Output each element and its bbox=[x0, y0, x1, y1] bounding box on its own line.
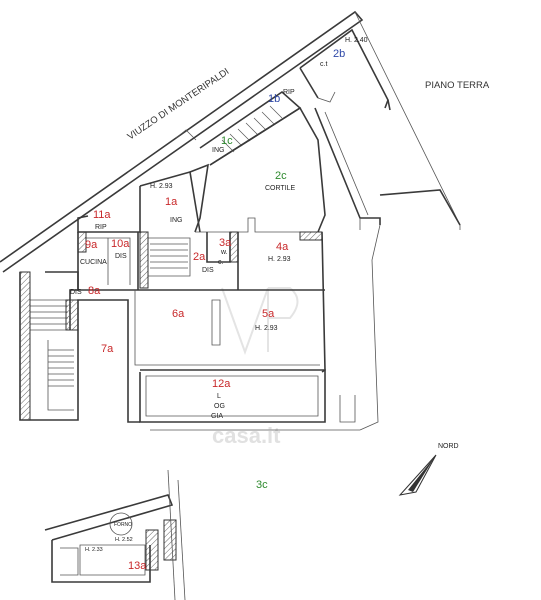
w-3a-label: w. bbox=[220, 249, 228, 256]
room-1c-label: 1c bbox=[221, 135, 233, 147]
room-2c-label: 2c bbox=[275, 170, 287, 182]
rip-11a-label: RIP bbox=[95, 224, 107, 231]
room-5a-label: 5a bbox=[262, 308, 275, 320]
ct-label: c.t bbox=[320, 61, 327, 68]
garden-boundary bbox=[150, 224, 381, 431]
ing-top-label: ING bbox=[212, 147, 224, 154]
gia-12a-label: GIA bbox=[211, 413, 223, 420]
og-12a-label: OG bbox=[214, 403, 225, 410]
room-10a-label: 10a bbox=[111, 238, 130, 250]
h233-label: H. 2.33 bbox=[85, 547, 103, 553]
room-1b-label: 1b bbox=[268, 93, 280, 105]
room-13a-label: 13a bbox=[128, 560, 147, 572]
room-2b-label: 2b bbox=[333, 48, 345, 60]
h293-5a-label: H. 2.93 bbox=[255, 325, 278, 332]
room-3a-label: 3a bbox=[219, 237, 232, 249]
cortile-outline bbox=[189, 106, 326, 233]
watermark-text: casa.it bbox=[212, 423, 281, 448]
room-1a-label: 1a bbox=[165, 196, 178, 208]
north-label: NORD bbox=[438, 443, 459, 450]
upper-wing bbox=[299, 28, 461, 230]
cortile-label: CORTILE bbox=[265, 185, 296, 192]
watermark-logo: casa.it bbox=[212, 287, 299, 448]
stair-1b bbox=[175, 90, 302, 166]
h252-label: H. 2.52 bbox=[115, 537, 133, 543]
title: PIANO TERRA bbox=[425, 80, 490, 91]
room-4a-label: 4a bbox=[276, 241, 289, 253]
dis-10a-label: DIS bbox=[115, 253, 127, 260]
dis-2a-label: DIS bbox=[202, 267, 214, 274]
ing-1a-label: ING bbox=[170, 217, 182, 224]
h240-label: H. 2.40 bbox=[345, 37, 368, 44]
forno-circle bbox=[109, 512, 133, 536]
room-2a-label: 2a bbox=[193, 251, 206, 263]
room-7a-label: 7a bbox=[101, 343, 114, 355]
forno-label: FORNO bbox=[114, 522, 132, 528]
h293-1a-label: H. 2.93 bbox=[150, 183, 173, 190]
room-8a-label: 8a bbox=[88, 285, 101, 297]
main-building bbox=[19, 170, 356, 423]
room-9a-label: 9a bbox=[85, 239, 98, 251]
dis-8a-label: DIS bbox=[70, 289, 82, 296]
h293-4a-label: H. 2.93 bbox=[268, 256, 291, 263]
room-11a-label: 11a bbox=[93, 209, 111, 221]
room-6a-label: 6a bbox=[172, 308, 185, 320]
room-12a-label: 12a bbox=[212, 378, 231, 390]
l-12a-label: L bbox=[217, 393, 221, 400]
stairs-main bbox=[30, 243, 188, 411]
annex-13a bbox=[44, 469, 186, 600]
street-label: VIUZZO DI MONTERIPALDI bbox=[126, 66, 232, 142]
cucina-label: CUCINA bbox=[80, 259, 107, 266]
rip-top-label: RIP bbox=[283, 89, 295, 96]
room-3c-label: 3c bbox=[256, 479, 268, 491]
c-2a-label: c. bbox=[218, 259, 224, 266]
hatched-walls bbox=[19, 231, 323, 571]
north-arrow-icon bbox=[398, 454, 437, 496]
